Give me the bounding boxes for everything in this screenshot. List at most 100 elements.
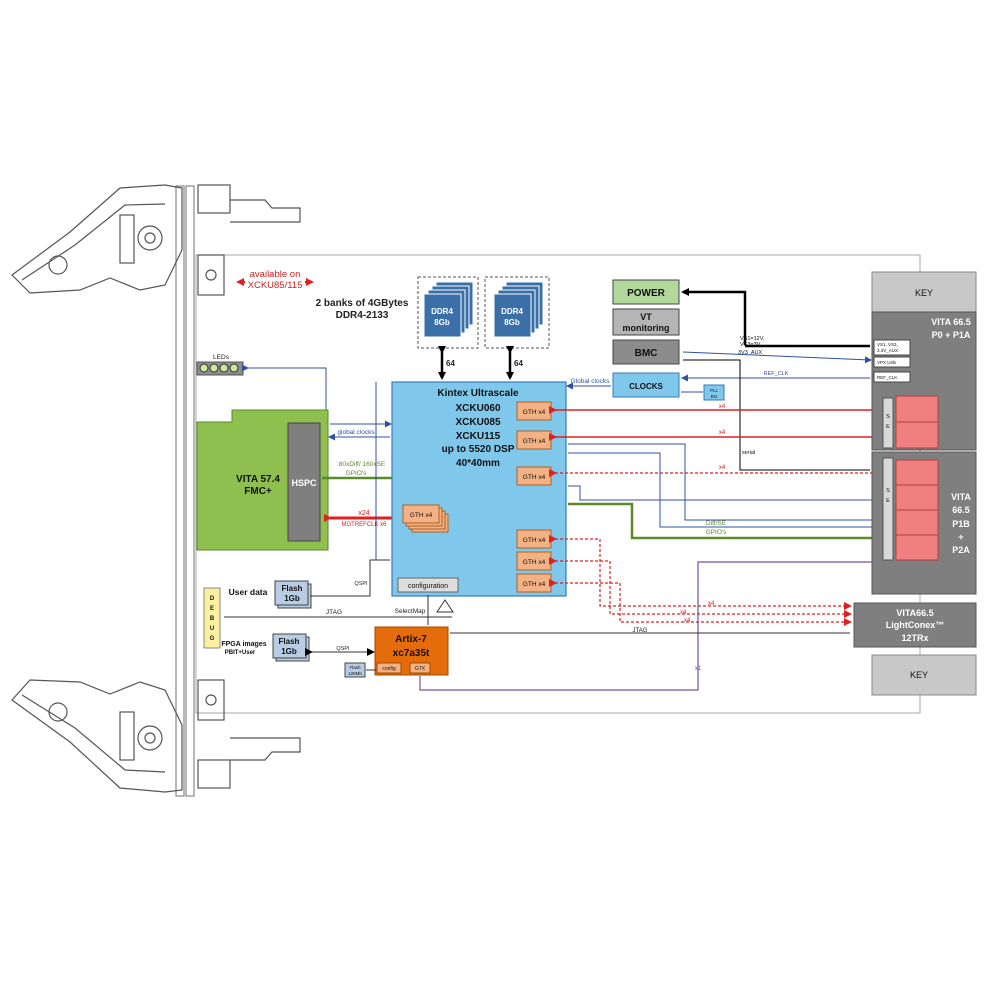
power-rails-line1: VS1=12V, <box>740 336 765 342</box>
p0-se-strip <box>882 397 894 449</box>
artix-config-label: config <box>382 666 396 672</box>
gth4-x4: x4 <box>708 601 715 607</box>
debug-b: B <box>210 616 215 622</box>
debug-d: D <box>210 596 215 602</box>
gth6-link <box>549 579 852 626</box>
p0-rails-box <box>873 339 911 356</box>
p1b-optical-4 <box>895 534 939 561</box>
ddr1-bus-width: 64 <box>446 359 455 368</box>
jtag-mux-icon <box>436 599 454 613</box>
clocks-block <box>612 372 680 398</box>
gth-5-label: GTH x4 <box>523 559 546 566</box>
power-block <box>612 279 680 305</box>
flash-small-line1: Flash <box>349 665 361 670</box>
p0-optical-2 <box>895 421 939 449</box>
ddr-bank-1: DDR4 8Gb <box>417 276 479 349</box>
gth3-x4: x4 <box>719 465 726 471</box>
power-line <box>681 288 747 345</box>
fpga-p1b-link-3 <box>568 485 892 501</box>
pll-chip <box>703 384 725 401</box>
gth4-link <box>549 535 852 610</box>
p1b-line3: P1B <box>952 519 970 529</box>
fpga-images-line2: PBIT+User <box>225 650 256 656</box>
gth5-x4: x4 <box>680 610 687 616</box>
fpga-line6: 40*40mm <box>456 458 500 469</box>
fpga-line3: XCKU085 <box>455 417 500 428</box>
ddr2-label-line2: 8Gb <box>504 318 520 327</box>
artix-gtx-label: GTX <box>415 666 426 672</box>
p0-refclk-box <box>873 371 911 383</box>
p0-line1: VITA 66.5 <box>931 317 971 327</box>
ddr-banks-line2: DDR4-2133 <box>336 310 389 321</box>
key-top-label: KEY <box>915 288 933 298</box>
led-1 <box>199 363 209 373</box>
p1b-optical-3 <box>895 509 939 536</box>
flash1-line2: 1Gb <box>284 594 300 603</box>
x1-label: x1 <box>695 666 702 672</box>
diff-se-line1: Diff/SE <box>706 520 727 527</box>
p1b-line1: VITA <box>951 492 971 502</box>
front-panel <box>11 184 301 797</box>
gth-4-label: GTH x4 <box>523 537 546 544</box>
fmc-title-line2: FMC+ <box>244 486 272 497</box>
vt-label-line2: monitoring <box>623 323 670 333</box>
led-3 <box>219 363 229 373</box>
fpga-line4: XCKU115 <box>456 431 501 442</box>
gth6-x4: x4 <box>684 618 691 624</box>
ddr1-label-line2: 8Gb <box>434 318 450 327</box>
artix-line2: xc7a35t <box>393 648 430 659</box>
fmc-gth-lanes: x24 <box>358 510 369 517</box>
vt-label-line1: VT <box>640 312 652 322</box>
gth2-x4: x4 <box>719 430 726 436</box>
p1b-se-s: S <box>886 488 890 494</box>
configuration-label: configuration <box>408 583 448 590</box>
pll-label-line2: RO <box>711 394 718 399</box>
ddr1-label-line1: DDR4 <box>431 307 453 316</box>
vt-monitoring-block <box>612 308 680 336</box>
flash-images-front <box>272 633 307 659</box>
ref-clk-label: REF_CLK <box>764 371 789 377</box>
key-bottom <box>871 654 977 696</box>
fpga-p1b-link-1 <box>568 443 892 521</box>
p1b-line4: + <box>958 532 963 542</box>
led-2 <box>209 363 219 373</box>
power-rails-line2: VS3=3V <box>740 342 761 348</box>
flash-user-front <box>274 580 309 606</box>
fmc-title-line1: VITA 57.4 <box>236 474 280 485</box>
p1b-optical-1 <box>895 459 939 486</box>
debug-g: G <box>210 636 215 642</box>
lightconex-line3: 12TRx <box>901 633 928 643</box>
hspc-connector <box>287 422 321 542</box>
user-data-label: User data <box>229 587 268 597</box>
p1b-optical-2 <box>895 484 939 511</box>
flash2-line2: 1Gb <box>281 647 297 656</box>
fmc-gth-stack: GTH x4 <box>402 504 449 533</box>
gth-column <box>516 401 552 593</box>
flash2-line1: Flash <box>279 637 300 646</box>
gth-6-label: GTH x4 <box>523 581 546 588</box>
p0-se-e: E <box>886 424 890 430</box>
fpga-configuration <box>397 577 459 593</box>
jtag-right-label: JTAG <box>633 628 648 634</box>
ddr-bank-2: DDR4 8Gb <box>484 276 550 349</box>
p0-optical-1 <box>895 395 939 423</box>
debug-e: E <box>210 606 214 612</box>
leds-label: LEDs <box>213 354 230 361</box>
qspi-user-link <box>310 559 390 597</box>
bmc-vpx-link <box>682 351 872 364</box>
fmc-clk-label: MGTREFCLK x6 <box>341 522 387 528</box>
artix-x1-link <box>419 561 892 691</box>
fpga-line5: up to 5520 DSP <box>442 444 515 455</box>
p1b-line2: 66.5 <box>952 505 970 515</box>
p0-vpx-box <box>873 356 911 368</box>
lightconex-line2: LightConex™ <box>886 620 945 630</box>
fmc-gpio-label1: 80xDiff/ 160xSE <box>339 461 386 468</box>
gth-2-label: GTH x4 <box>523 438 546 445</box>
diff-se-line2: GPIO's <box>706 529 727 536</box>
bmc-label: BMC <box>635 348 658 359</box>
fpga-line2: XCKU060 <box>455 403 500 414</box>
leds-link <box>242 364 327 410</box>
key-bottom-label: KEY <box>910 670 928 680</box>
debug-u: U <box>210 626 214 632</box>
